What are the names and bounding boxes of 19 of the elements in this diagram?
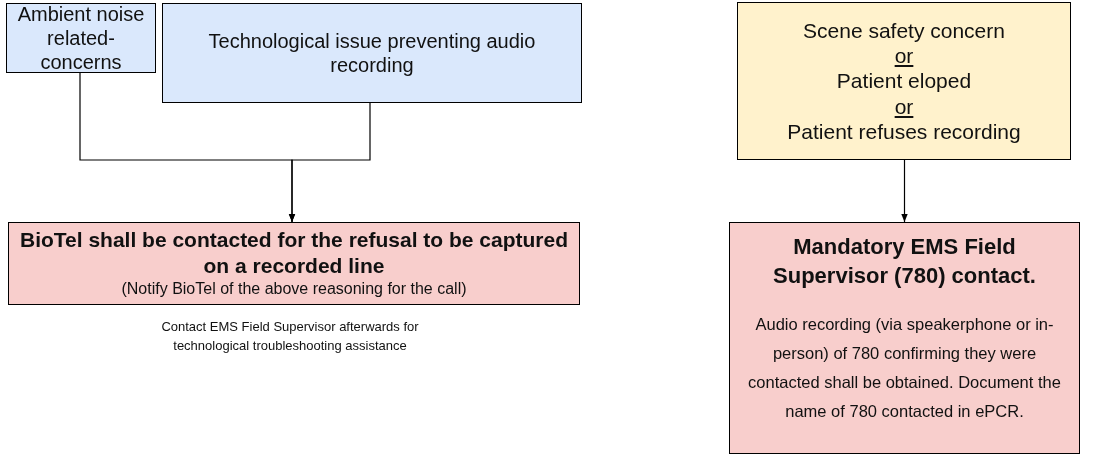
box-text: Technological issue preventing audio recording xyxy=(207,29,537,77)
box-text: (Notify BioTel of the above reasoning for the call) xyxy=(121,279,467,300)
connector-arrow xyxy=(901,159,908,223)
note-text: Contact EMS Field Supervisor afterwards for technological troubleshooting assistance xyxy=(160,318,420,355)
box-text: Audio recording (via speakerphone or in-person) of 780 confirming they were contacted shall be obtained. Document the name of 780 contacted in ePCR. xyxy=(747,314,1062,422)
condition-box xyxy=(6,3,156,73)
box-text: Patient refuses recording xyxy=(787,118,1021,144)
box-text: Patient eloped xyxy=(836,68,972,94)
action-box xyxy=(729,222,1080,454)
condition-box xyxy=(737,2,1071,160)
box-text: Ambient noise related-concerns xyxy=(16,2,146,74)
box-heading: Mandatory EMS Field Supervisor (780) contact. xyxy=(772,233,1037,290)
box-text: Scene safety concern xyxy=(803,18,1005,44)
connector-word: or xyxy=(894,93,914,119)
action-box xyxy=(8,222,580,305)
connector-arrow xyxy=(288,102,371,223)
condition-box xyxy=(162,3,582,103)
box-heading: BioTel shall be contacted for the refusal to be captured on a recorded line xyxy=(18,226,569,280)
connector-word: or xyxy=(894,43,914,69)
